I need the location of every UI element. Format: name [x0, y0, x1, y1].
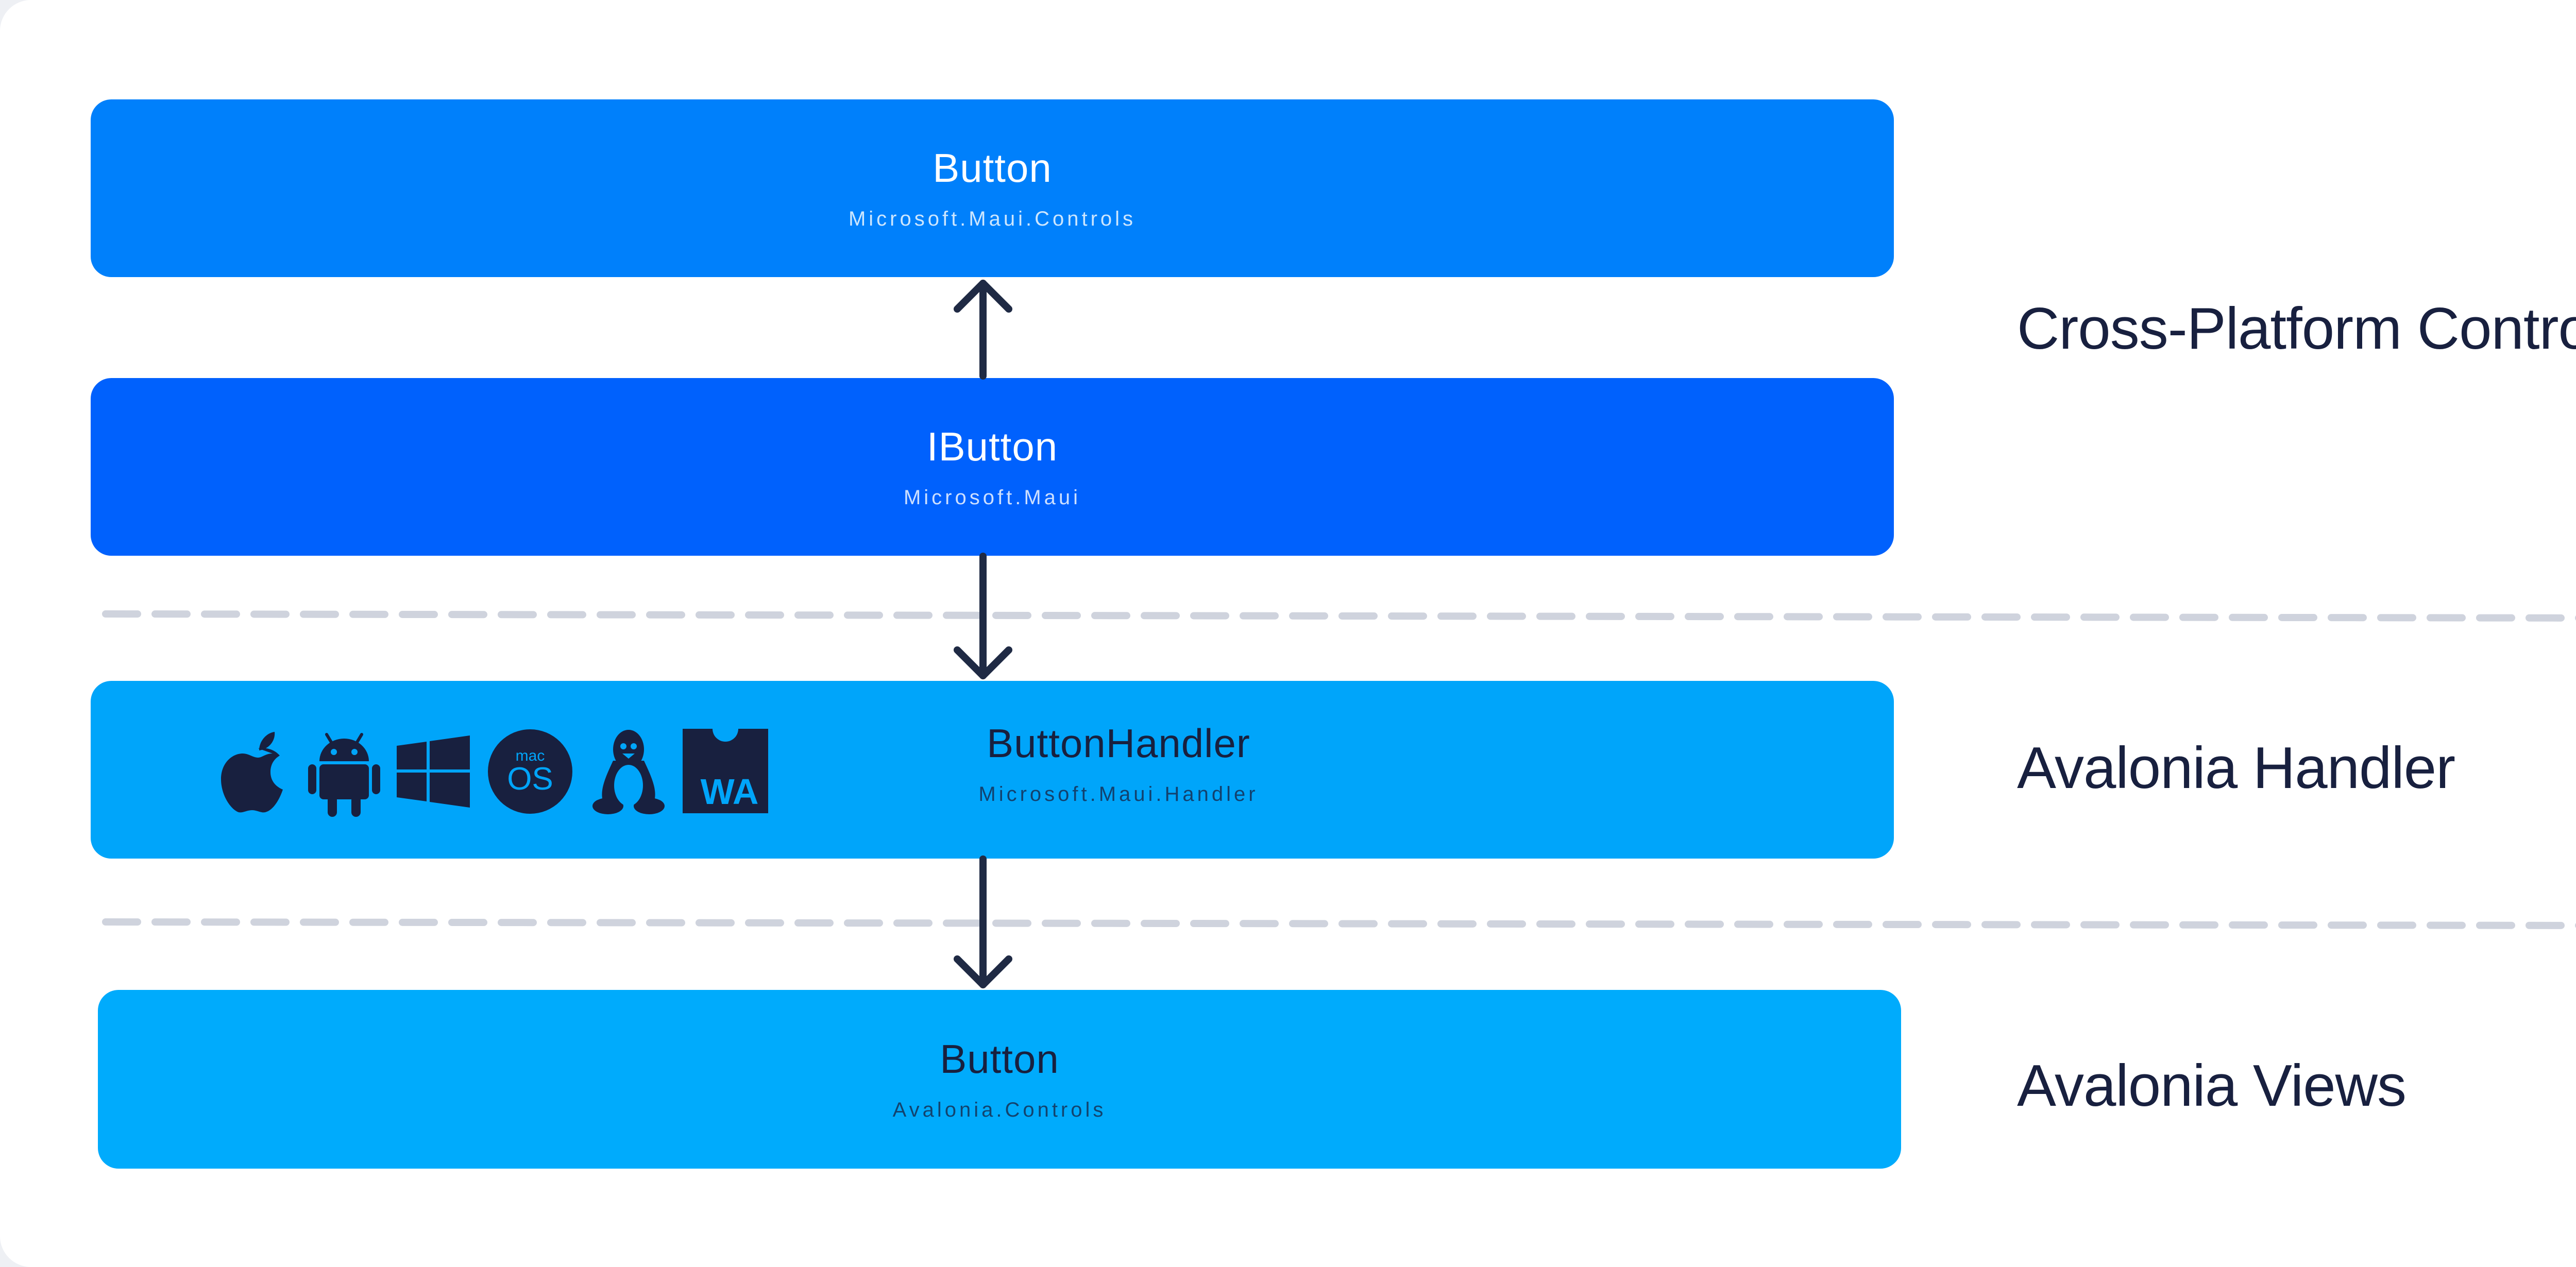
divider-top	[102, 610, 2576, 622]
arrow-down-icon	[954, 553, 1012, 679]
layer-title: IButton	[926, 423, 1058, 469]
layer-subtitle: Microsoft.Maui	[903, 486, 1081, 509]
handler-text: ButtonHandler Microsoft.Maui.Handler	[848, 723, 1389, 804]
svg-text:WA: WA	[701, 772, 759, 812]
svg-text:OS: OS	[507, 761, 553, 797]
layer-maui-controls-button: Button Microsoft.Maui.Controls	[91, 99, 1894, 277]
webassembly-icon: WA	[683, 729, 768, 813]
windows-icon	[397, 735, 470, 808]
layer-title: ButtonHandler	[987, 721, 1250, 766]
layer-title: Button	[933, 145, 1052, 191]
layer-subtitle: Avalonia.Controls	[892, 1098, 1107, 1121]
apple-icon	[221, 732, 283, 813]
label-avalonia-views: Avalonia Views	[2017, 1053, 2406, 1119]
layer-button-handler: ButtonHandler Microsoft.Maui.Handler	[91, 681, 1894, 859]
layer-subtitle: Microsoft.Maui.Controls	[848, 207, 1137, 230]
divider-bottom	[102, 918, 2576, 929]
layer-subtitle: Microsoft.Maui.Handler	[978, 783, 1259, 806]
label-cross-platform-control: Cross-Platform Control	[2017, 296, 2576, 362]
arrow-bidirectional-icon	[954, 280, 1012, 380]
macos-icon: mac OS	[488, 729, 572, 814]
layer-ibutton-interface: IButton Microsoft.Maui	[91, 378, 1894, 556]
layer-title: Button	[940, 1036, 1059, 1082]
label-avalonia-handler: Avalonia Handler	[2017, 735, 2455, 801]
svg-text:mac: mac	[516, 747, 545, 764]
android-icon	[308, 733, 380, 817]
layer-avalonia-button: Button Avalonia.Controls	[98, 990, 1901, 1169]
linux-icon	[592, 730, 665, 814]
arrow-down-icon	[954, 855, 1012, 988]
